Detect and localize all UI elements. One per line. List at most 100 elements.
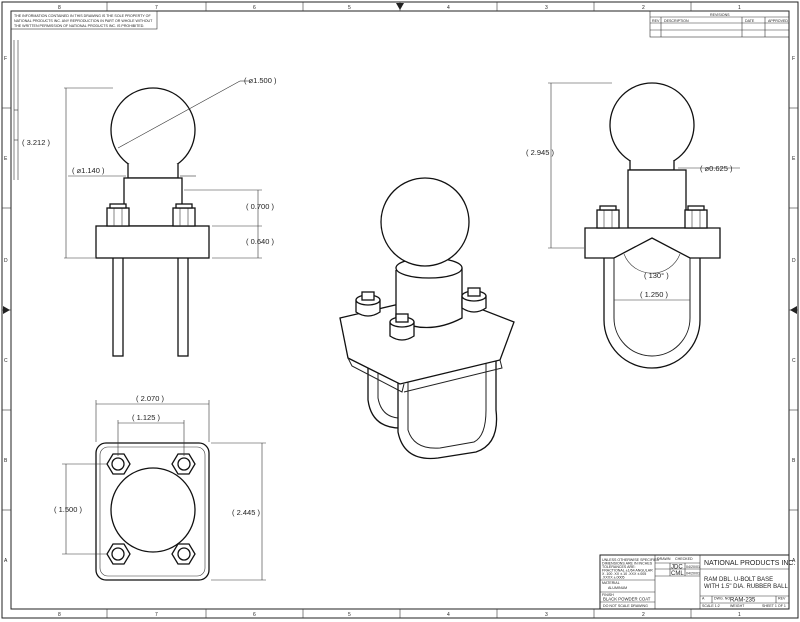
initials-checked: CML — [671, 571, 684, 577]
iso-nut-left — [355, 291, 381, 317]
title-block: UNLESS OTHERWISE SPECIFIED DIMENSIONS AR… — [599, 554, 795, 610]
side-ubolt-outer — [603, 258, 701, 369]
notice-line-2: NATIONAL PRODUCTS INC. ANY REPRODUCTION … — [14, 19, 153, 23]
proprietary-notice: THE INFORMATION CONTAINED IN THIS DRAWIN… — [10, 10, 158, 30]
tol-line-4: FRACTIONAL ±1/64 ANGULAR — [602, 569, 653, 573]
row-labels-left: F E D C B A — [4, 56, 8, 564]
dim-plate-thickness: ( 0.640 ) — [246, 237, 274, 246]
col-top-1: 1 — [738, 5, 741, 11]
col-top-6: 6 — [253, 5, 256, 11]
dim-angle: ( 130° ) — [644, 271, 669, 280]
column-labels-top: 8 7 6 5 4 3 2 1 — [58, 5, 741, 11]
tol-line-1: UNLESS OTHERWISE SPECIFIED — [602, 558, 659, 562]
col-bottom-7: 7 — [155, 612, 158, 618]
drawing-title-line-2: WITH 1.5" DIA. RUBBER BALL — [704, 584, 788, 590]
col-top-7: 7 — [155, 5, 158, 11]
checked-label: CHECKED — [675, 557, 693, 561]
dim-stem-height: ( 0.700 ) — [246, 202, 274, 211]
revisions-title: REVISIONS — [710, 13, 730, 17]
row-right-d: D — [792, 258, 796, 264]
finish-label: FINISH — [602, 593, 614, 597]
row-left-b: B — [4, 458, 8, 464]
column-labels-bottom: 8 7 6 5 4 3 2 1 — [58, 612, 741, 618]
front-ubolt-leg-right — [177, 255, 189, 357]
front-nut-left — [106, 203, 130, 227]
col-bottom-6: 6 — [253, 612, 256, 618]
dim-bolt-spacing-y: ( 1.500 ) — [54, 505, 82, 514]
side-ball — [609, 82, 695, 168]
front-view: ( ⌀1.500 ) ( 3.212 ) ( ⌀1.140 ) ( 0.700 … — [22, 76, 277, 357]
dim-plate-width: ( 2.070 ) — [136, 394, 164, 403]
iso-nut-front — [389, 313, 415, 341]
side-view: ( 130° ) ( 2.945 ) ( ⌀0.625 ) ( 1.250 ) — [526, 82, 740, 369]
front-stem — [123, 177, 183, 227]
scale-value: SCALE 1:2 — [702, 604, 720, 608]
dim-bolt-spacing-x: ( 1.125 ) — [132, 413, 160, 422]
top-bolt-top-right — [171, 453, 196, 475]
revisions-col-rev: REV — [652, 19, 660, 23]
top-bolt-bottom-left — [106, 543, 131, 565]
dim-ubolt-width: ( 1.250 ) — [640, 290, 668, 299]
row-right-a: A — [792, 558, 796, 564]
row-labels-right: F E D C B A — [792, 56, 796, 564]
drawing-title-line-1: RAM DBL. U-BOLT BASE — [704, 577, 773, 583]
row-left-c: C — [4, 358, 8, 364]
no-scale-note: DO NOT SCALE DRAWING — [603, 604, 648, 608]
rev-label: REV — [778, 597, 786, 601]
center-mark-left — [3, 306, 10, 314]
side-nut-right — [684, 205, 708, 229]
col-bottom-2: 2 — [642, 612, 645, 618]
tol-line-2: DIMENSIONS ARE IN INCHES — [602, 562, 653, 566]
front-nut-right — [172, 203, 196, 227]
col-top-5: 5 — [348, 5, 351, 11]
iso-ubolt-front — [397, 360, 498, 460]
col-bottom-5: 5 — [348, 612, 351, 618]
side-stem — [627, 169, 687, 229]
col-bottom-8: 8 — [58, 612, 61, 618]
dim-side-height: ( 2.945 ) — [526, 148, 554, 157]
front-ubolt-leg-left — [112, 255, 124, 357]
tol-line-6: .XXXX ±.0005 — [602, 576, 625, 580]
side-nut-left — [596, 205, 620, 229]
material-value: ALUMINUM — [608, 586, 627, 590]
part-number: RAM-235 — [730, 598, 756, 604]
dim-ball-diameter: ( ⌀1.500 ) — [244, 76, 277, 85]
dim-plate-height: ( 2.445 ) — [232, 508, 260, 517]
col-top-2: 2 — [642, 5, 645, 11]
front-neck — [127, 164, 179, 179]
dim-neck-diameter: ( ⌀0.625 ) — [700, 164, 733, 173]
col-bottom-4: 4 — [447, 612, 450, 618]
front-base-plate — [95, 225, 210, 259]
weight-label: WEIGHT — [730, 604, 745, 608]
revisions-col-approved: APPROVED — [768, 19, 788, 23]
drawn-label: DRAWN — [657, 557, 671, 561]
notice-line-1: THE INFORMATION CONTAINED IN THIS DRAWIN… — [14, 14, 151, 18]
revisions-table: REVISIONS REV DESCRIPTION DATE APPROVED — [649, 10, 790, 38]
row-left-f: F — [4, 56, 7, 62]
row-right-b: B — [792, 458, 796, 464]
dwg-no-label: DWG. NO. — [714, 597, 731, 601]
col-top-8: 8 — [58, 5, 61, 11]
initials-drawn: JDC — [671, 565, 683, 571]
col-bottom-1: 1 — [738, 612, 741, 618]
date-drawn: 04/20/01 — [686, 565, 700, 569]
revisions-col-date: DATE — [745, 19, 755, 23]
row-left-e: E — [4, 156, 8, 162]
row-left-a: A — [4, 558, 8, 564]
side-base-plate — [584, 227, 721, 259]
col-top-3: 3 — [545, 5, 548, 11]
material-label: MATERIAL — [602, 581, 620, 585]
side-neck — [629, 160, 675, 171]
col-bottom-3: 3 — [545, 612, 548, 618]
top-ball — [110, 467, 196, 553]
row-left-d: D — [4, 258, 8, 264]
dim-front-height: ( 3.212 ) — [22, 138, 50, 147]
col-top-4: 4 — [447, 5, 450, 11]
top-bolt-bottom-right — [171, 543, 196, 565]
iso-ball — [380, 177, 470, 267]
date-checked: 04/20/01 — [686, 572, 700, 576]
notice-line-3: THE WRITTEN PERMISSION OF NATIONAL PRODU… — [14, 24, 144, 28]
front-ball — [110, 87, 196, 173]
top-view: ( 1.125 ) ( 2.070 ) ( 1.500 ) ( 2.445 ) — [54, 394, 266, 581]
